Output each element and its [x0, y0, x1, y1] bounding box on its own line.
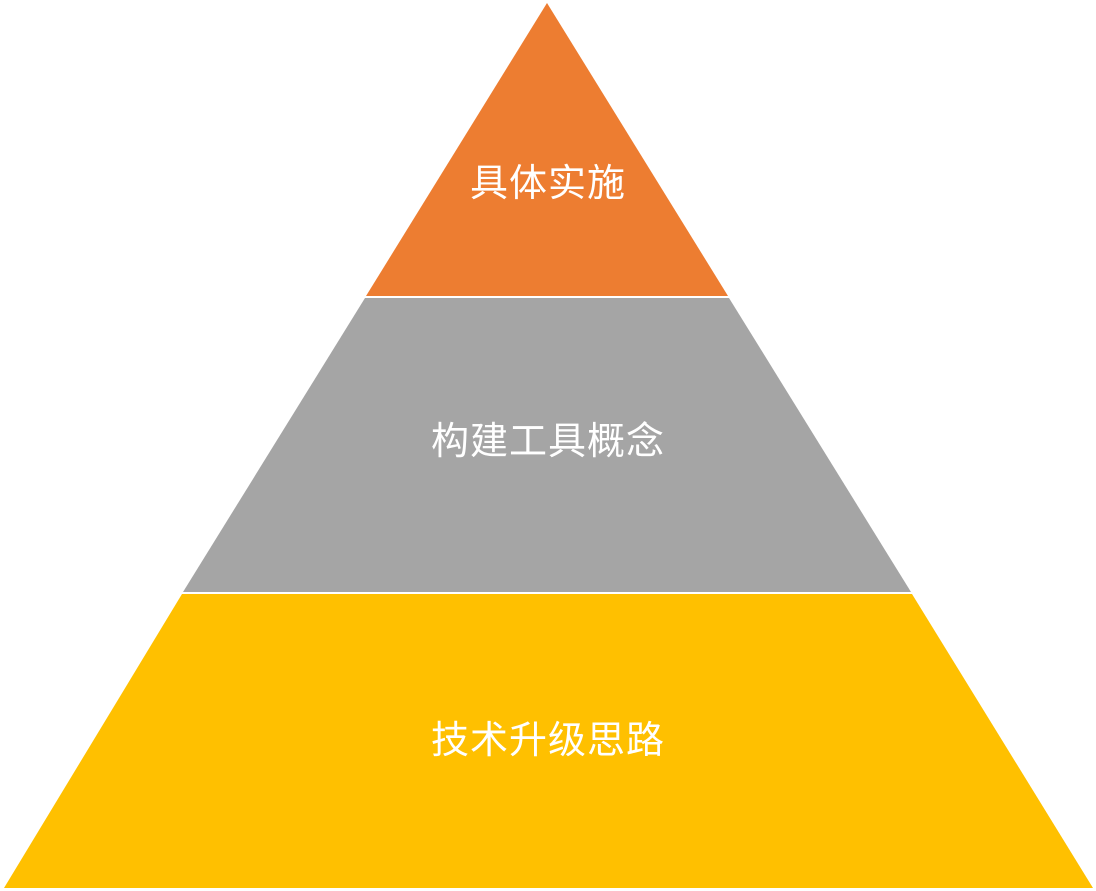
pyramid-layer-middle — [183, 298, 911, 592]
pyramid-label-bottom: 技术升级思路 — [430, 718, 666, 762]
pyramid-layer-top — [366, 3, 728, 296]
pyramid-label-top: 具体实施 — [469, 161, 627, 205]
pyramid-label-middle: 构建工具概念 — [430, 419, 666, 463]
pyramid-layer-bottom — [4, 594, 1093, 888]
